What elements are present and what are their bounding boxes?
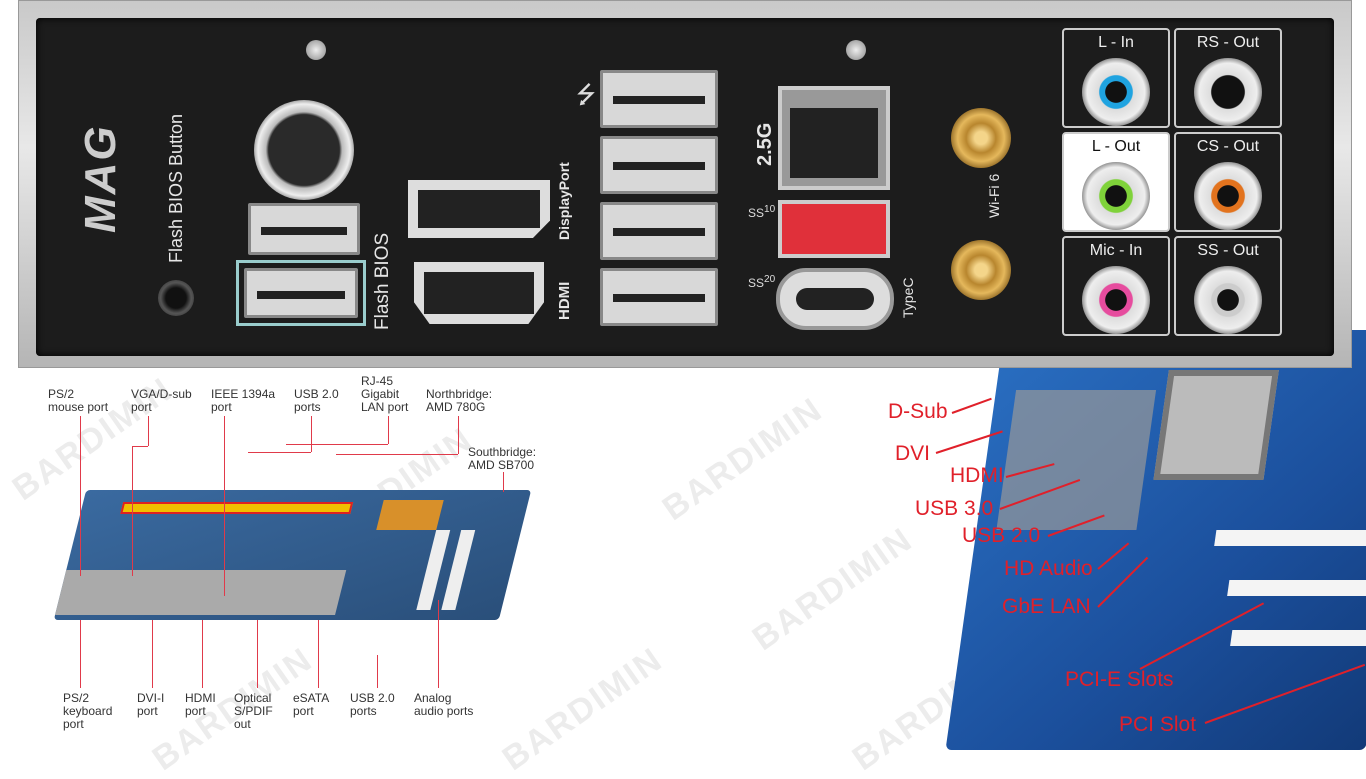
audio-label: L - Out — [1091, 138, 1141, 155]
usb-port — [600, 268, 718, 326]
watermark: BARDIMIN — [745, 520, 920, 658]
label-dvi: DVI-I port — [137, 691, 165, 718]
usb-icon: ⭍ — [576, 82, 596, 109]
audio-label: RS - Out — [1196, 34, 1260, 51]
wifi-antenna-connector — [951, 240, 1011, 300]
ss20-label: SS20 — [748, 274, 776, 290]
audio-jack-rs-out: RS - Out — [1174, 28, 1282, 128]
wifi-label: Wi-Fi 6 — [986, 173, 1002, 218]
watermark: BARDIMIN — [495, 640, 670, 778]
audio-jack-cs-out: CS - Out — [1174, 132, 1282, 232]
label-northbridge: Northbridge: AMD 780G — [426, 387, 493, 414]
leader-line — [318, 620, 319, 688]
label-dsub: D-Sub — [888, 400, 948, 423]
ss10-value: 10 — [764, 204, 776, 215]
label-hdmi-gb: HDMI — [950, 464, 1004, 487]
usb-port — [600, 136, 718, 194]
hdmi-port — [414, 262, 544, 324]
label-gbe-lan: GbE LAN — [1002, 595, 1091, 618]
watermark: BARDIMIN — [655, 390, 830, 528]
usb-port — [600, 70, 718, 128]
leader-line — [388, 416, 389, 444]
usb-port-flash-bios — [236, 260, 366, 326]
wifi-antenna-connector — [951, 108, 1011, 168]
label-spdif: Optical S/PDIF out — [234, 691, 273, 731]
label-hdmi: HDMI port — [185, 691, 216, 718]
pci-slot — [1230, 630, 1366, 646]
rj45-lan-port — [778, 86, 890, 190]
ram-slot — [120, 502, 354, 514]
audio-label: CS - Out — [1196, 138, 1260, 155]
ss20-value: 20 — [764, 274, 776, 285]
leader-line — [148, 416, 149, 446]
leader-line — [438, 600, 439, 688]
audio-jack-l-in: L - In — [1062, 28, 1170, 128]
audio-jack-ss-out: SS - Out — [1174, 236, 1282, 336]
audio-jack-mic-in: Mic - In — [1062, 236, 1170, 336]
leader-line — [377, 655, 378, 688]
screw — [846, 40, 866, 60]
leader-line — [202, 620, 203, 688]
io-ports — [996, 390, 1157, 530]
leader-line — [336, 454, 458, 455]
label-usb-top: USB 2.0 ports — [294, 387, 339, 414]
label-ps2-keyboard: PS/2 keyboard port — [63, 691, 113, 731]
label-analog-audio: Analog audio ports — [414, 691, 474, 718]
cpu-socket — [1153, 370, 1279, 480]
lan-speed-label: 2.5G — [754, 122, 776, 166]
leader-line — [458, 416, 459, 454]
ps2-port — [254, 100, 354, 200]
label-usb3: USB 3.0 — [915, 497, 994, 520]
leader-line — [224, 416, 225, 596]
mag-logo: MAG — [76, 124, 125, 233]
audio-label: SS - Out — [1197, 242, 1259, 259]
leader-line — [951, 397, 992, 414]
label-dvi-gb: DVI — [895, 442, 931, 465]
leader-line — [248, 452, 311, 453]
label-usb-bottom: USB 2.0 ports — [350, 691, 395, 718]
pcie-slot — [1214, 530, 1366, 546]
leader-line — [286, 444, 388, 445]
usb-port-red — [778, 200, 890, 258]
displayport — [408, 180, 550, 238]
screw — [306, 40, 326, 60]
flash-bios-label: Flash BIOS — [372, 232, 393, 330]
label-usb2: USB 2.0 — [962, 524, 1041, 547]
displayport-label: DisplayPort — [556, 162, 572, 240]
io-shield-plate: MAG Flash BIOS Button Flash BIOS Display… — [36, 18, 1334, 356]
pcie-slot — [1227, 580, 1366, 596]
usb-port — [248, 203, 360, 255]
audio-label: L - In — [1098, 34, 1134, 51]
leader-line — [503, 472, 504, 492]
leader-line — [132, 446, 148, 447]
audio-jack-l-out: L - Out — [1062, 132, 1170, 232]
leader-line — [80, 620, 81, 688]
label-pci-slot: PCI Slot — [1119, 713, 1197, 736]
label-ps2-mouse: PS/2 mouse port — [48, 387, 109, 414]
label-hd-audio: HD Audio — [1004, 557, 1093, 580]
audio-label: Mic - In — [1089, 242, 1143, 259]
label-ieee1394: IEEE 1394a port — [211, 387, 276, 414]
leader-line — [311, 416, 312, 452]
label-rj45: RJ-45 Gigabit LAN port — [361, 374, 409, 414]
leader-line — [257, 620, 258, 688]
hdmi-label: HDMI — [556, 281, 573, 320]
label-pcie-slots: PCI-E Slots — [1065, 668, 1174, 691]
flash-bios-button[interactable] — [158, 280, 194, 316]
label-southbridge: Southbridge: AMD SB700 — [468, 445, 537, 472]
label-esata: eSATA port — [293, 691, 330, 718]
usb-typec-port — [776, 268, 894, 330]
flash-bios-button-label: Flash BIOS Button — [166, 113, 186, 263]
typec-label: TypeC — [900, 277, 916, 318]
leader-line — [132, 446, 133, 576]
usb-port — [600, 202, 718, 260]
leader-line — [152, 620, 153, 688]
ss10-label: SS10 — [748, 204, 776, 220]
io-ports — [55, 570, 347, 615]
northbridge-heatsink — [376, 500, 444, 530]
amd-motherboard-photo — [53, 490, 532, 620]
label-vga: VGA/D-sub port — [131, 387, 192, 414]
leader-line — [80, 416, 81, 576]
